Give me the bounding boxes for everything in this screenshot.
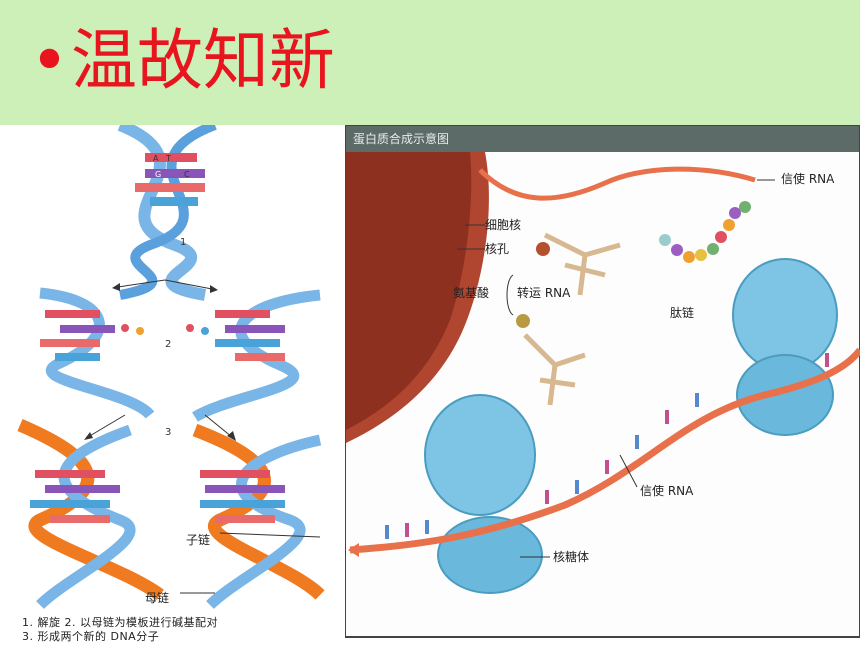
peptide-label: 肽链 [670,305,694,320]
trna-label: 转运 RNA [517,285,571,300]
dna-replication-diagram: A T G C 1 2 3 [17,119,325,609]
base-letter: T [165,154,171,163]
peptide-chain [659,201,751,263]
figure-title-bar [346,126,859,152]
amino-acid-label: 氨基酸 [453,285,489,300]
ribosome-label: 核糖体 [553,549,589,564]
codon-ticks [385,353,829,539]
base-letter: G [155,170,161,179]
caption-line-1: 1. 解旋 2. 以母链为模板进行碱基配对 [22,616,218,629]
base-letter: C [184,170,190,179]
nuclear-pore-label: 核孔 [485,242,509,256]
step-label-1: 1 [180,237,186,248]
figure-title: 蛋白质合成示意图 [353,131,449,146]
slide-title: •温故知新 [30,6,335,116]
top-base-pairs: A T G C [135,153,205,206]
daughter-strand-label: 子链 [186,532,210,547]
parent-strand-label: 母链 [145,590,169,605]
middle-base-pairs [40,310,285,361]
ribosome-bottom [424,394,536,516]
bottom-base-pairs [30,470,285,523]
mrna-bottom-label: 信使 RNA [640,483,694,498]
protein-synthesis-figure: 蛋白质合成示意图 信使 RNA 细胞核 核孔 氨基酸 转运 RNA 肽链 [344,124,860,645]
title-text: 温故知新 [70,22,335,99]
nucleus-label: 细胞核 [485,218,521,232]
step-label-3: 3 [165,427,171,438]
trna-molecules [523,232,621,406]
base-letter: A [153,154,159,163]
mrna-top-label: 信使 RNA [781,171,835,186]
step-label-2: 2 [165,339,171,350]
mrna-strand [349,347,860,554]
caption-line-2: 3. 形成两个新的 DNA分子 [22,630,160,643]
title-banner: •温故知新 [0,0,860,125]
bullet-icon: • [30,22,69,99]
dna-replication-figure: A T G C 1 2 3 [0,119,345,645]
protein-synthesis-diagram: 蛋白质合成示意图 信使 RNA 细胞核 核孔 氨基酸 转运 RNA 肽链 [344,124,860,638]
